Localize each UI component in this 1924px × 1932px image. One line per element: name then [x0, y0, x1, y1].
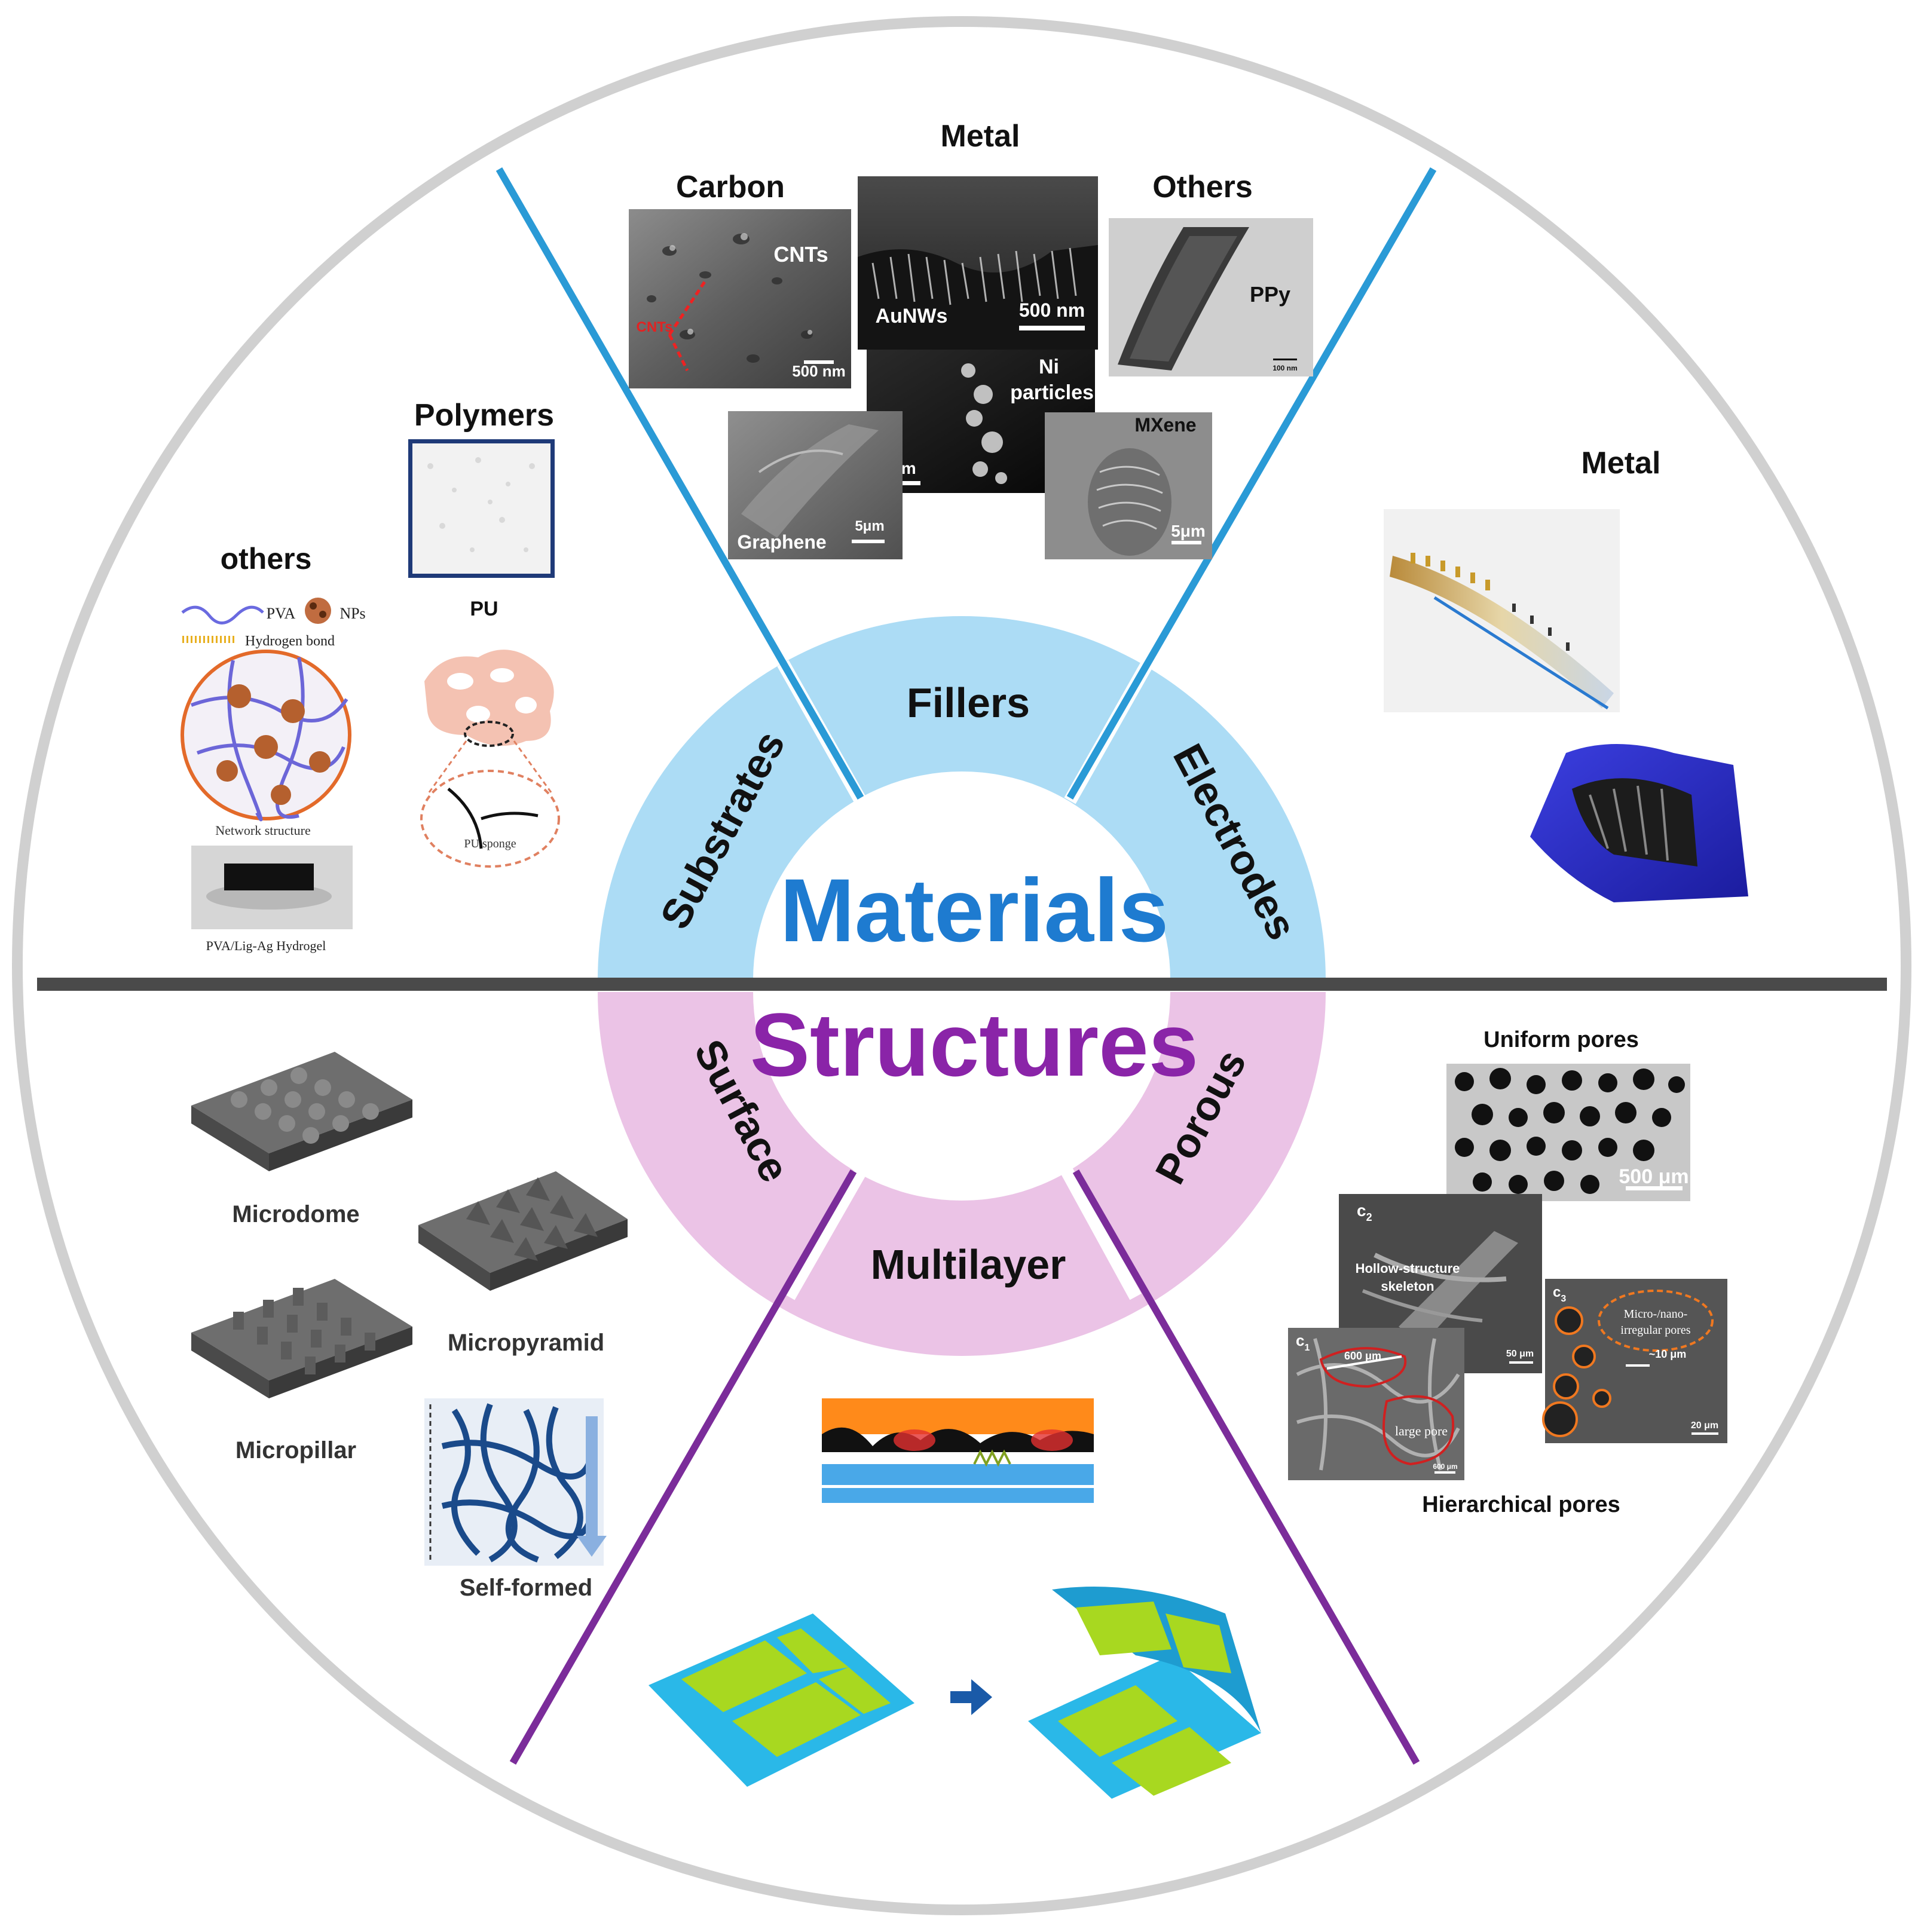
pva-legend-label: PVA [267, 605, 296, 622]
self-formed-label: Self-formed [460, 1575, 592, 1601]
ni-label-line1: Ni [1039, 356, 1059, 378]
hydrogel-photo [191, 846, 353, 929]
large-pore-label: large pore [1395, 1423, 1448, 1438]
ppy-scale: 100 nm [1273, 364, 1297, 372]
aunws-sem-image [858, 176, 1098, 350]
fillers-others-heading: Others [1152, 170, 1253, 204]
c1-label: c1 [1296, 1331, 1310, 1353]
electrodes-metal-heading: Metal [1582, 446, 1661, 480]
fillers-metal-heading: Metal [941, 119, 1020, 154]
c2-label: c2 [1357, 1201, 1372, 1223]
large-pore-sem-image [1288, 1328, 1464, 1480]
pu-label: PU [470, 598, 498, 620]
micropillar-label: Micropillar [235, 1437, 356, 1463]
cnts-scale: 500 nm [792, 362, 846, 380]
substrates-polymers-heading: Polymers [414, 398, 554, 433]
hydrogen-bond-legend-label: Hydrogen bond [245, 633, 335, 649]
center-divider [37, 978, 1887, 991]
structures-ring [598, 992, 1326, 1356]
graphene-label: Graphene [737, 531, 826, 553]
ring-label-multilayer: Multilayer [871, 1241, 1066, 1288]
mxene-scale: 5μm [1171, 522, 1206, 540]
hydrogel-network-illustration [181, 650, 351, 822]
pva-chain-icon [181, 605, 264, 624]
microdome-illustration [191, 1052, 412, 1171]
pore-size-10um: ~10 μm [1649, 1348, 1687, 1360]
pu-sponge-label: PU sponge [464, 837, 516, 850]
sector-line-upper-right [1066, 167, 1437, 800]
multilayer-folded-sheet-illustration [1028, 1587, 1261, 1799]
network-structure-label: Network structure [215, 823, 310, 838]
micropyramid-illustration [418, 1171, 628, 1291]
ring-gap-right-bottom [1061, 1168, 1142, 1300]
flexible-electrode-glove-photo [1488, 717, 1748, 902]
polymer-foam-photo [408, 439, 555, 578]
micro-pores-label-line1: Micro-/nano- [1624, 1308, 1688, 1321]
hollow-skeleton-label-line2: skeleton [1381, 1279, 1434, 1294]
flexible-electrode-tube-photo [1384, 509, 1620, 712]
self-formed-illustration [424, 1398, 607, 1566]
uniform-pores-scale: 500 μm [1619, 1165, 1689, 1188]
substrates-others-heading: others [221, 542, 312, 575]
uniform-pores-sem-image [1446, 1064, 1690, 1201]
sector-line-lower-right [1072, 1169, 1420, 1765]
cnts-sem-image [629, 209, 851, 388]
ring-gap-left-bottom [783, 1168, 867, 1300]
aunws-scale: 500 nm [1019, 299, 1085, 321]
micro-pores-scale: 20 μm [1691, 1420, 1718, 1431]
micro-nano-pores-sem-image [1542, 1279, 1727, 1443]
materials-title: Materials [780, 860, 1169, 960]
ni-label-line2: particles [1010, 381, 1094, 404]
materials-ring [598, 616, 1326, 980]
sector-line-lower-left [509, 1169, 857, 1765]
hollow-skeleton-label-line1: Hollow-structure [1356, 1261, 1460, 1276]
hydrogel-label: PVA/Lig-Ag Hydrogel [206, 938, 326, 953]
large-pore-scale: 600 μm [1433, 1462, 1457, 1471]
mxene-label: MXene [1134, 414, 1196, 436]
sector-line-upper-left [495, 167, 864, 800]
cnts-label: CNTs [773, 242, 828, 267]
graphene-sem-image [728, 411, 903, 559]
hollow-skeleton-scale: 50 μm [1506, 1349, 1534, 1359]
micropillar-illustration [191, 1279, 412, 1398]
pore-size-600um: 600 μm [1344, 1350, 1381, 1362]
multilayer-cross-section-illustration [822, 1395, 1094, 1506]
nanoparticle-icon [305, 598, 331, 624]
c3-label: c3 [1553, 1284, 1566, 1304]
micro-pores-label-line2: irregular pores [1620, 1324, 1690, 1337]
hierarchical-pores-label: Hierarchical pores [1422, 1492, 1620, 1517]
ring-label-fillers: Fillers [907, 679, 1030, 726]
fillers-carbon-heading: Carbon [676, 170, 785, 204]
right-arrow-icon [950, 1679, 992, 1715]
microdome-label: Microdome [232, 1201, 359, 1227]
micropyramid-label: Micropyramid [448, 1330, 604, 1356]
aunws-label: AuNWs [876, 305, 948, 327]
ppy-tem-image [1109, 218, 1313, 376]
pu-sponge-illustration [420, 650, 560, 868]
multilayer-flat-sheet-illustration [649, 1613, 914, 1787]
cnts-arrow-label: CNTs [637, 319, 673, 335]
structures-title: Structures [750, 994, 1198, 1095]
ppy-label: PPy [1250, 282, 1290, 307]
uniform-pores-heading: Uniform pores [1483, 1027, 1639, 1052]
mxene-sem-image [1045, 412, 1212, 559]
nps-legend-label: NPs [339, 605, 365, 622]
graphene-scale: 5μm [855, 518, 884, 534]
